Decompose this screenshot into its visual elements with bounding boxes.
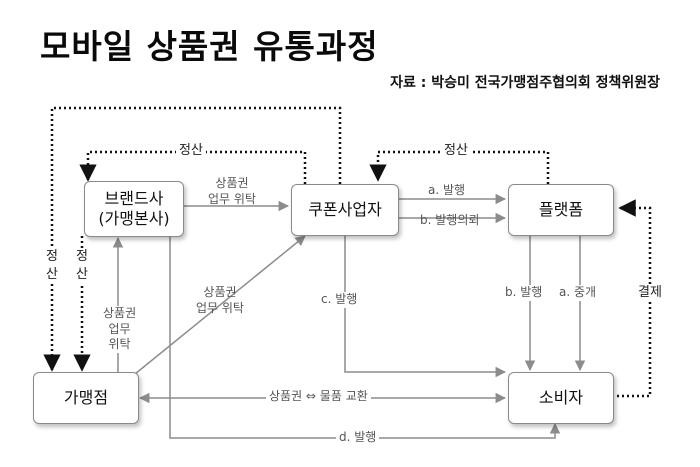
- node-brand-line2: (가맹본사): [98, 209, 170, 228]
- node-franchise: 가맹점: [33, 372, 139, 424]
- brand-to-coupon-label-2: 업무 위탁: [208, 191, 256, 206]
- brand-to-coupon-label: 상품권 업무 위탁: [208, 176, 256, 207]
- node-consumer-label: 소비자: [538, 388, 584, 407]
- node-coupon: 쿠폰사업자: [291, 184, 399, 236]
- franchise-to-brand-label-1: 상품권: [103, 306, 137, 320]
- coupon-to-consumer-label: c. 발행: [318, 292, 361, 308]
- brand-to-consumer-line: [169, 236, 561, 439]
- settle-left-outer-label: 정 산: [43, 248, 61, 284]
- exchange-label: 상품권 ⇔ 물품 교환: [266, 389, 371, 405]
- page-title: 모바일 상품권 유통과정: [40, 27, 379, 66]
- franchise-to-coupon-line: [134, 235, 306, 375]
- node-brand: 브랜드사 (가맹본사): [84, 181, 184, 237]
- franchise-to-coupon-label: 상품권 업무 위탁: [196, 285, 244, 316]
- node-platform-label: 플랫폼: [538, 200, 584, 219]
- platform-b-label: b. 발행: [502, 285, 546, 301]
- franchise-to-brand-label-2: 업무: [108, 321, 131, 336]
- brand-to-coupon-label-1: 상품권: [215, 176, 249, 190]
- coupon-to-consumer-line: [344, 236, 507, 378]
- node-franchise-label: 가맹점: [63, 388, 109, 407]
- settle-top-right-label: 정산: [441, 143, 471, 160]
- node-coupon-label: 쿠폰사업자: [308, 200, 382, 219]
- coupon-to-platform-b-label: b. 발행의뢰: [420, 213, 480, 227]
- settle-left-inner-label: 정 산: [73, 248, 91, 284]
- franchise-to-coupon-label-2: 업무 위탁: [196, 300, 244, 315]
- settle-left-inner-char2: 산: [76, 266, 88, 282]
- platform-a-label: a. 중개: [556, 285, 600, 301]
- payment-line: [612, 199, 652, 398]
- franchise-to-brand-label: 상품권 업무 위탁: [100, 306, 140, 353]
- source-caption: 자료 : 박승미 전국가맹점주협의회 정책위원장: [390, 75, 660, 91]
- settle-left-outer-char2: 산: [46, 266, 58, 282]
- settle-outer-line: [43, 106, 342, 372]
- settle-left-outer-char1: 정: [46, 249, 58, 264]
- node-brand-line1: 브랜드사: [104, 189, 164, 208]
- settle-left-inner-char1: 정: [76, 249, 88, 264]
- node-platform: 플랫폼: [508, 184, 614, 236]
- settle-top-left-label: 정산: [176, 143, 206, 160]
- node-consumer: 소비자: [508, 372, 614, 424]
- franchise-to-brand-label-3: 위탁: [108, 337, 131, 352]
- payment-label: 결제: [635, 285, 665, 302]
- brand-to-consumer-label: d. 발행: [336, 430, 380, 446]
- coupon-to-platform-a-label: a. 발행: [428, 183, 466, 197]
- franchise-to-coupon-label-1: 상품권: [203, 285, 237, 299]
